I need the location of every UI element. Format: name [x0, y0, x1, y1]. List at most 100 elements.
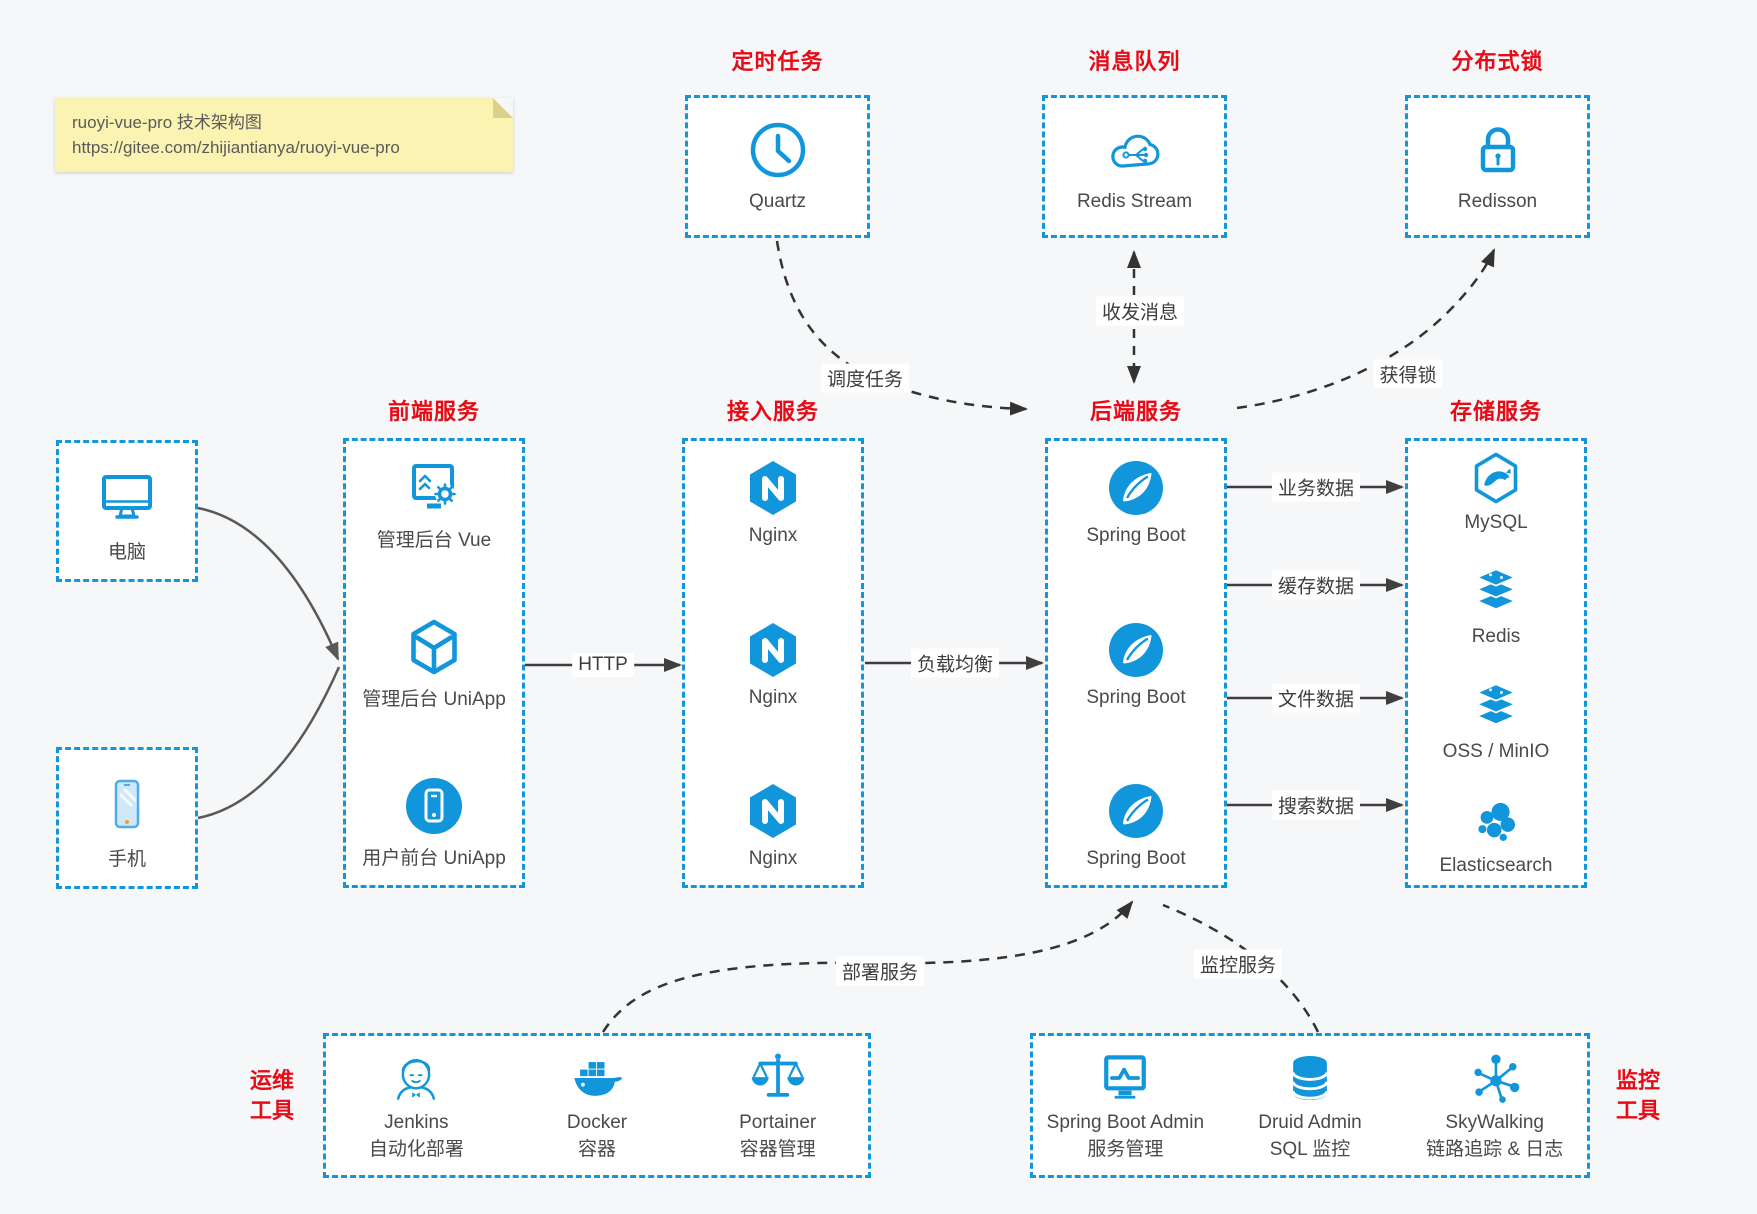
elasticsearch-icon — [1478, 802, 1516, 841]
edge-label-deploy: 部署服务 — [835, 956, 925, 986]
node-skywalking: SkyWalking 链路追踪 & 日志 — [1402, 1048, 1587, 1162]
admin-vue-icon — [411, 464, 456, 509]
title-message-queue: 消息队列 — [1088, 49, 1181, 74]
spring-boot-icon — [1108, 461, 1163, 515]
nginx-icon — [750, 461, 796, 515]
tool-name: Portainer — [739, 1112, 817, 1133]
edge-monitor-service — [1162, 903, 1320, 1033]
node-redis-stream: Redis Stream — [1042, 95, 1227, 238]
node-label: Spring Boot — [1086, 525, 1186, 546]
clock-icon — [750, 122, 805, 178]
edge-label-lock: 获得锁 — [1373, 359, 1443, 389]
tool-name: Docker — [566, 1112, 628, 1133]
edge-label-monitor: 监控服务 — [1193, 949, 1283, 979]
ops-label-line2: 工具 — [249, 1098, 294, 1123]
title-backend-services: 后端服务 — [1089, 399, 1182, 424]
title-frontend-services: 前端服务 — [387, 399, 480, 424]
edge-label-search-data: 搜索数据 — [1271, 790, 1361, 820]
node-mobile-client: 手机 — [56, 747, 198, 889]
topology-icon — [1474, 1054, 1520, 1103]
edge-clients-to-frontend — [197, 506, 340, 661]
ops-tools-side-label: 运维 工具 — [234, 1066, 310, 1126]
node-admin-uniapp: 管理后台 UniApp — [362, 615, 506, 711]
edge-phone-to-frontend — [197, 666, 341, 820]
edge-label-file-data: 文件数据 — [1271, 683, 1361, 713]
tool-desc: 链路追踪 & 日志 — [1426, 1139, 1564, 1160]
node-label: OSS / MinIO — [1442, 740, 1550, 762]
tool-desc: 容器管理 — [739, 1139, 816, 1160]
jenkins-icon — [397, 1058, 436, 1100]
cloud-network-icon — [1110, 134, 1159, 168]
node-label: MySQL — [1464, 512, 1528, 533]
node-portainer: Portainer 容器管理 — [687, 1048, 868, 1162]
node-label: 用户前台 UniApp — [362, 848, 506, 869]
title-scheduled-task: 定时任务 — [731, 49, 824, 74]
node-springboot-admin: Spring Boot Admin 服务管理 — [1033, 1048, 1218, 1162]
edge-label-business-data: 业务数据 — [1271, 472, 1361, 502]
nginx-icon — [750, 622, 796, 677]
node-springboot-2: Spring Boot — [1086, 618, 1186, 709]
node-nginx-2: Nginx — [741, 618, 805, 709]
edge-label-schedule: 调度任务 — [820, 363, 910, 393]
box-monitor-tools: Spring Boot Admin 服务管理 Druid Admin SQL 监… — [1030, 1033, 1590, 1178]
node-mysql: MySQL — [1464, 449, 1528, 534]
node-admin-vue: 管理后台 Vue — [377, 456, 491, 552]
node-label: 电脑 — [107, 542, 146, 563]
node-redisson: Redisson — [1405, 95, 1590, 238]
title-distributed-lock: 分布式锁 — [1451, 49, 1544, 74]
node-label: Nginx — [748, 525, 798, 546]
column-frontend: 管理后台 Vue 管理后台 UniApp 用户前台 UniApp — [343, 438, 525, 888]
desktop-icon — [102, 475, 152, 519]
tool-desc: 服务管理 — [1087, 1139, 1164, 1160]
node-label: Nginx — [748, 686, 798, 708]
title-access-services: 接入服务 — [726, 399, 819, 424]
lock-icon — [1480, 127, 1515, 173]
column-access: Nginx Nginx Nginx — [682, 438, 864, 888]
tool-desc: SQL 监控 — [1269, 1139, 1351, 1160]
node-label: Nginx — [748, 848, 798, 869]
tool-desc: 容器 — [578, 1139, 617, 1160]
node-label: Spring Boot — [1086, 848, 1186, 869]
oss-minio-icon — [1474, 683, 1518, 725]
title-storage-services: 存储服务 — [1449, 399, 1542, 424]
edge-label-http: HTTP — [572, 653, 634, 677]
sticky-note: ruoyi-vue-pro 技术架构图 https://gitee.com/zh… — [55, 98, 513, 172]
nginx-icon — [750, 784, 796, 838]
node-label: Elasticsearch — [1439, 854, 1553, 876]
note-url: https://gitee.com/zhijiantianya/ruoyi-vu… — [72, 138, 400, 157]
tool-name: Spring Boot Admin — [1046, 1112, 1205, 1133]
admin-monitor-icon — [1104, 1055, 1147, 1099]
tool-name: Jenkins — [384, 1112, 449, 1133]
node-jenkins: Jenkins 自动化部署 — [326, 1048, 507, 1162]
node-druid-admin: Druid Admin SQL 监控 — [1218, 1048, 1403, 1162]
portainer-scales-icon — [751, 1053, 804, 1097]
node-user-uniapp: 用户前台 UniApp — [362, 774, 506, 870]
spring-boot-icon — [1108, 622, 1163, 677]
node-label: 管理后台 UniApp — [362, 689, 506, 710]
note-fold-corner — [493, 98, 513, 118]
node-springboot-3: Spring Boot — [1086, 779, 1186, 870]
spring-boot-icon — [1108, 784, 1163, 838]
column-backend: Spring Boot Spring Boot Spring Boot — [1045, 438, 1227, 888]
mobile-icon — [114, 779, 140, 829]
user-uniapp-icon — [405, 778, 462, 834]
mysql-icon — [1474, 452, 1518, 504]
tool-name: Druid Admin — [1258, 1112, 1362, 1133]
edge-label-load-balance: 负载均衡 — [910, 648, 1000, 678]
node-nginx-1: Nginx — [741, 456, 805, 547]
node-oss-minio: OSS / MinIO — [1442, 678, 1550, 763]
tool-name: SkyWalking — [1445, 1112, 1544, 1133]
monitor-label-line2: 工具 — [1615, 1098, 1660, 1123]
node-label: Redisson — [1457, 191, 1538, 212]
docker-icon — [574, 1062, 623, 1096]
node-nginx-3: Nginx — [741, 779, 805, 870]
note-title: ruoyi-vue-pro 技术架构图 — [72, 113, 262, 132]
monitor-label-line1: 监控 — [1615, 1068, 1660, 1093]
node-label: Redis — [1471, 626, 1521, 648]
monitor-tools-side-label: 监控 工具 — [1600, 1066, 1676, 1126]
node-label: Redis Stream — [1076, 191, 1193, 212]
redis-icon — [1474, 568, 1518, 611]
node-docker: Docker 容器 — [507, 1048, 688, 1162]
column-storage: MySQL Redis OSS / MinIO — [1405, 438, 1587, 888]
